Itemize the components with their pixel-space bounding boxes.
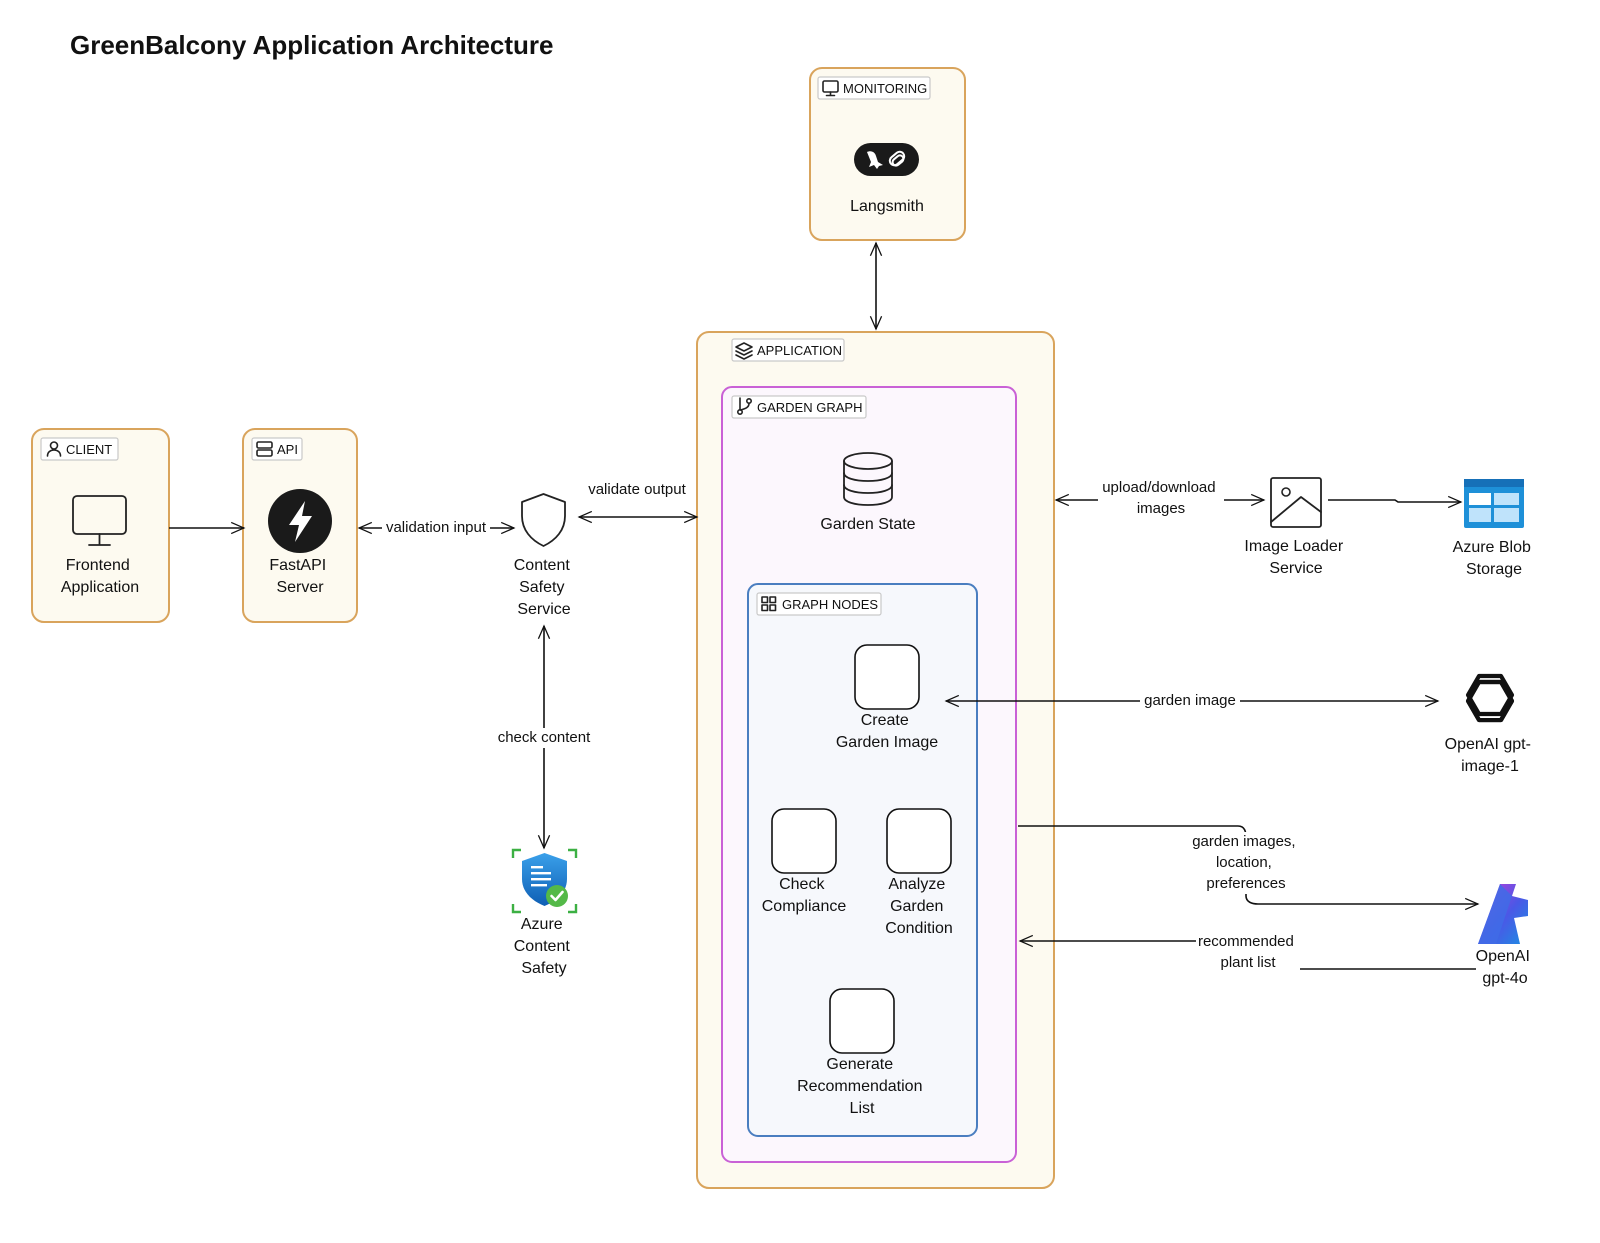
content-safety-label: Content Safety Service xyxy=(514,557,575,618)
application-tag: APPLICATION xyxy=(731,338,845,362)
openai-gpt-4o[interactable]: OpenAI gpt-4o xyxy=(1476,884,1535,987)
langsmith-logo-icon xyxy=(854,143,919,176)
azure-content-safety-icon xyxy=(511,848,578,914)
analyze-garden-condition-label: Analyze Garden Condition xyxy=(885,876,953,937)
analyze-garden-condition-node[interactable]: Analyze Garden Condition xyxy=(885,808,953,937)
garden-state-label: Garden State xyxy=(820,516,915,533)
client-group[interactable]: CLIENT Frontend Application xyxy=(31,428,170,623)
layers-icon xyxy=(735,342,753,360)
langsmith-label: Langsmith xyxy=(850,198,924,215)
generate-recommendation-list-node[interactable]: Generate Recommendation List xyxy=(797,988,927,1117)
azure-blob-label: Azure Blob Storage xyxy=(1453,539,1536,578)
image-loader-label: Image Loader Service xyxy=(1244,538,1347,577)
openai-gpt-image-1[interactable]: OpenAI gpt- image-1 xyxy=(1445,671,1536,775)
image-loader-to-blob-connector xyxy=(1328,495,1463,509)
monitoring-tag-label: MONITORING xyxy=(843,81,927,96)
graph-nodes-tag: GRAPH NODES xyxy=(756,592,882,616)
api-tag: API xyxy=(251,437,303,461)
openai-logo-icon xyxy=(1465,673,1515,723)
content-safety-service[interactable]: Content Safety Service xyxy=(514,493,575,618)
image-icon xyxy=(1270,477,1322,528)
frontend-label: Frontend Application xyxy=(61,557,139,596)
openai-gpt-4o-label: OpenAI gpt-4o xyxy=(1476,948,1535,987)
diagram-title: GreenBalcony Application Architecture xyxy=(70,30,554,60)
generate-recommendation-list-label: Generate Recommendation List xyxy=(797,1056,927,1117)
monitor-icon xyxy=(822,80,839,97)
openai-gpt-image-1-label: OpenAI gpt- image-1 xyxy=(1445,736,1536,775)
azure-openai-logo-icon xyxy=(1478,884,1528,944)
azure-content-safety[interactable]: Azure Content Safety xyxy=(511,848,578,977)
desktop-monitor-icon xyxy=(72,495,127,546)
check-compliance-node[interactable]: Check Compliance xyxy=(762,808,847,915)
check-content-label: check content xyxy=(498,729,591,746)
azure-blob-storage[interactable]: Azure Blob Storage xyxy=(1453,479,1536,578)
azure-blob-storage-icon xyxy=(1464,479,1524,528)
create-garden-image-node[interactable]: Create Garden Image xyxy=(836,644,938,751)
api-tag-label: API xyxy=(277,442,298,457)
client-tag-label: CLIENT xyxy=(66,442,112,457)
azure-content-safety-label: Azure Content Safety xyxy=(514,916,575,977)
shield-icon xyxy=(521,493,566,547)
database-icon xyxy=(843,452,893,506)
monitoring-tag: MONITORING xyxy=(817,76,931,100)
validate-output-label: validate output xyxy=(588,481,686,498)
garden-graph-tag: GARDEN GRAPH xyxy=(731,395,867,419)
server-icon xyxy=(256,441,273,457)
client-tag: CLIENT xyxy=(40,437,119,461)
graph-nodes-group[interactable]: GRAPH NODES Create Garden Image Check Co… xyxy=(747,583,978,1137)
recommended-plant-list-connector xyxy=(1020,941,1476,970)
garden-images-location-label: garden images, location, preferences xyxy=(1192,833,1300,892)
monitoring-group[interactable]: MONITORING Langsmith xyxy=(809,67,966,241)
fastapi-label: FastAPI Server xyxy=(269,557,330,596)
fastapi-lightning-icon xyxy=(268,489,332,553)
check-compliance-label: Check Compliance xyxy=(762,876,847,915)
garden-image-label: garden image xyxy=(1144,692,1236,709)
upload-download-label: upload/download images xyxy=(1102,479,1220,517)
validation-input-label: validation input xyxy=(386,519,487,536)
grid-icon xyxy=(761,596,777,612)
recommended-plant-list-label: recommended plant list xyxy=(1198,933,1298,971)
application-tag-label: APPLICATION xyxy=(757,343,842,358)
graph-nodes-tag-label: GRAPH NODES xyxy=(782,597,878,612)
garden-graph-tag-label: GARDEN GRAPH xyxy=(757,400,862,415)
git-branch-icon xyxy=(736,397,752,415)
user-icon xyxy=(46,441,62,457)
api-group[interactable]: API FastAPI Server xyxy=(242,428,358,623)
create-garden-image-label: Create Garden Image xyxy=(836,712,938,751)
image-loader-service[interactable]: Image Loader Service xyxy=(1244,477,1347,577)
